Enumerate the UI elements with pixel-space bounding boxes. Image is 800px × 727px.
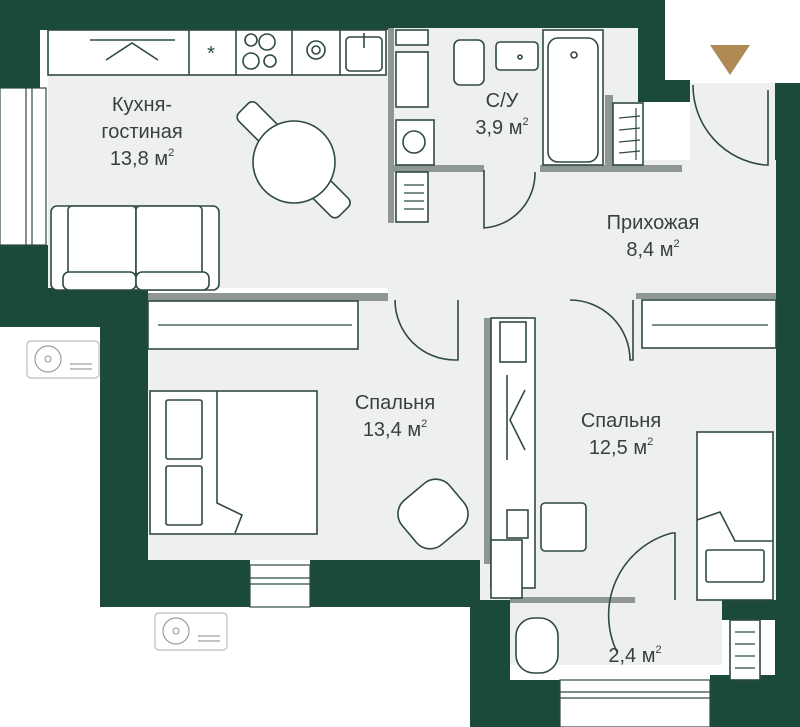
windows bbox=[0, 87, 711, 727]
entrance-arrow-icon bbox=[710, 45, 750, 75]
kitchen-counter: * bbox=[47, 29, 387, 76]
svg-text:*: * bbox=[207, 43, 215, 65]
room-area: 3,9 м2 bbox=[475, 116, 529, 139]
dining-table bbox=[236, 101, 351, 219]
doors bbox=[394, 84, 769, 653]
room-label-hallway: Прихожая 8,4 м2 bbox=[583, 210, 723, 264]
room-area: 12,5 м2 bbox=[588, 436, 654, 459]
room-area: 8,4 м2 bbox=[626, 238, 680, 261]
interior-walls bbox=[148, 28, 776, 603]
single-bed bbox=[696, 431, 774, 601]
room-name: Спальня bbox=[580, 410, 662, 432]
room-name: Кухня- bbox=[111, 94, 173, 116]
room-label-bedroom-1: Спальня 13,4 м2 bbox=[340, 390, 450, 444]
wardrobes bbox=[147, 299, 777, 350]
room-area: 13,8 м2 bbox=[109, 147, 175, 170]
balcony-items bbox=[515, 617, 761, 681]
room-name: Прихожая bbox=[606, 212, 700, 234]
room-label-bedroom-2: Спальня 12,5 м2 bbox=[566, 408, 676, 462]
room-area: 2,4 м2 bbox=[608, 644, 662, 667]
room-area: 13,4 м2 bbox=[362, 418, 428, 441]
room-name: Спальня bbox=[354, 392, 436, 414]
bathroom-fixtures bbox=[395, 29, 644, 223]
room-label-bathroom: С/У 3,9 м2 bbox=[462, 88, 542, 142]
room-name: С/У bbox=[485, 90, 519, 112]
closet-desk bbox=[490, 317, 587, 599]
room-label-kitchen-living: Кухня- гостиная 13,8 м2 bbox=[92, 92, 192, 173]
ac-unit-icon bbox=[26, 340, 100, 379]
double-bed bbox=[149, 390, 318, 535]
room-name: гостиная bbox=[101, 121, 183, 143]
armchair bbox=[397, 478, 469, 550]
sofa bbox=[50, 205, 220, 291]
ac-unit-icon bbox=[154, 612, 228, 651]
room-label-balcony: 2,4 м2 bbox=[590, 643, 680, 670]
